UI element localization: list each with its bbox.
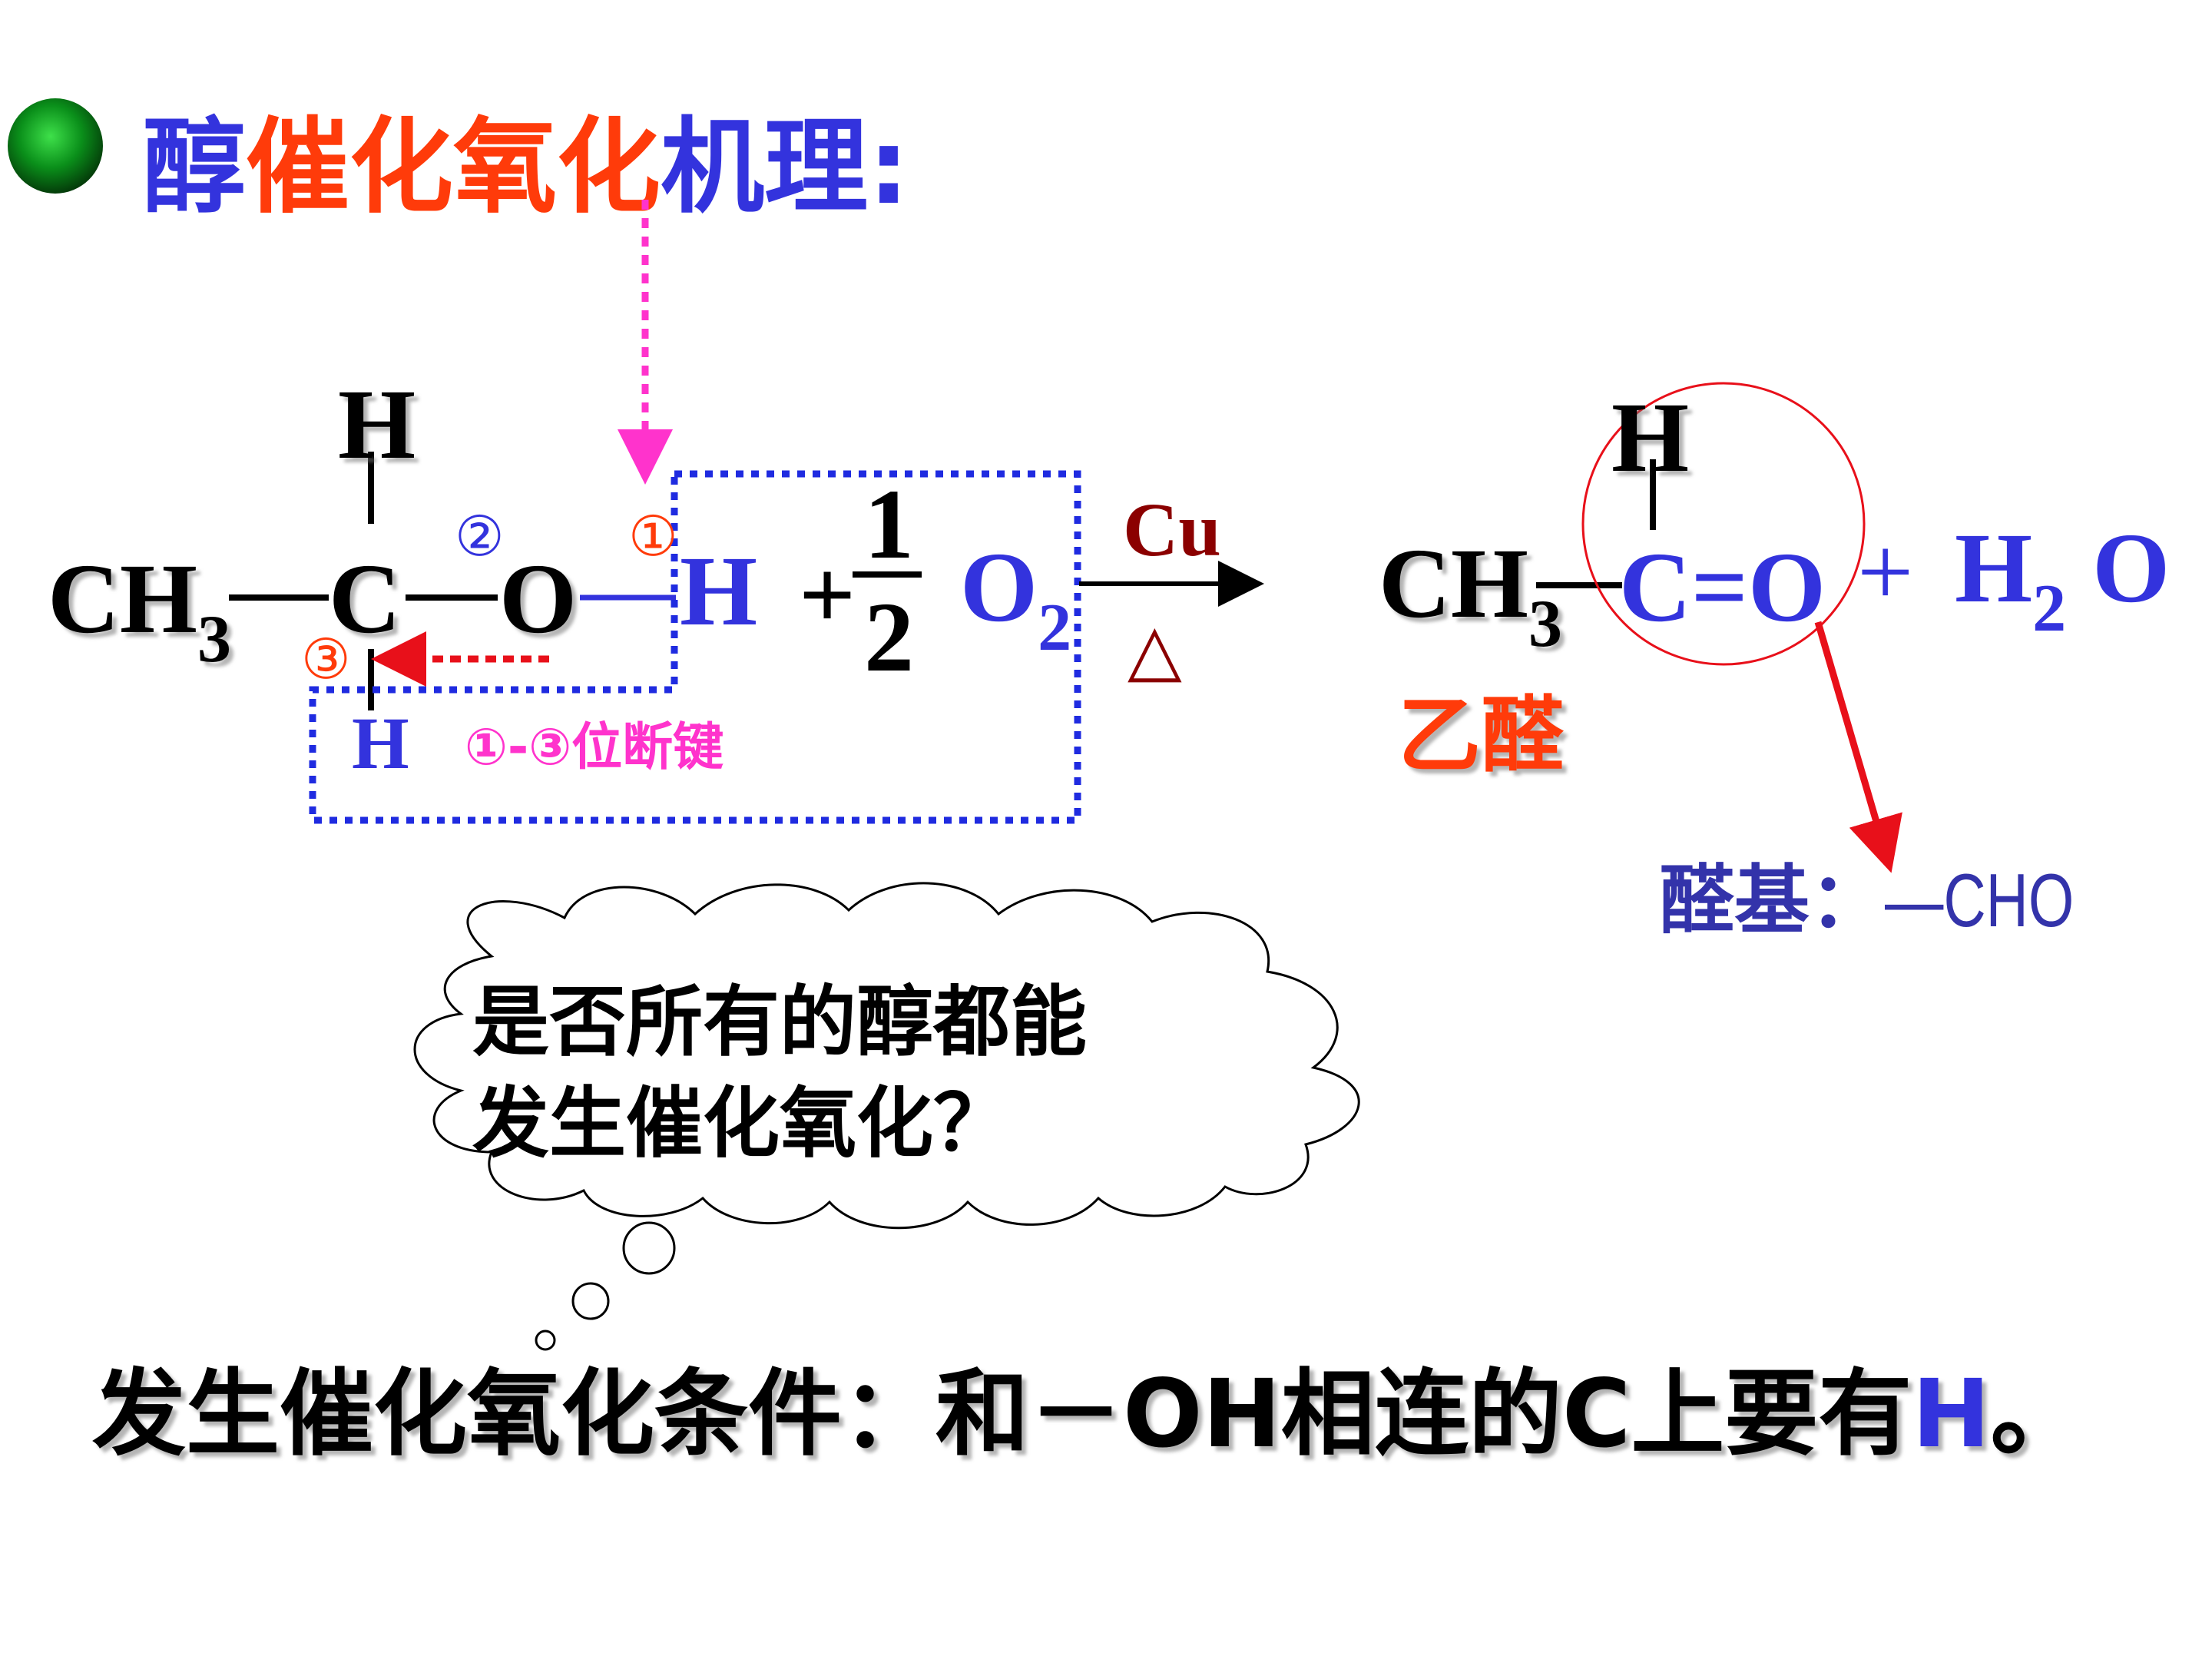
cloud-question: 是否所有的醇都能 发生催化氧化？ — [472, 972, 1087, 1174]
product-name-acetaldehyde: 乙醛 — [1398, 688, 1565, 784]
water-h: H — [1955, 513, 2033, 624]
reactant-ch: CH — [48, 544, 197, 654]
aldehyde-group-name: 醛基： — [1659, 857, 1886, 945]
condition-end: 。 — [1990, 1359, 2085, 1469]
water-o: O — [2092, 513, 2171, 624]
cloud-question-line-2: 发生催化氧化？ — [472, 1078, 1010, 1168]
heat-symbol: △ — [1128, 608, 1182, 690]
oxygen-plus: + — [799, 540, 856, 651]
fraction-denominator: 2 — [864, 582, 914, 693]
aldehyde-group-circle — [1581, 382, 1866, 666]
product-top-h: H — [1611, 382, 1690, 493]
oxygen-molecule: O2 — [960, 538, 1071, 662]
condition-h: H — [1912, 1359, 1991, 1469]
reactant-ch3-subscript: 3 — [197, 602, 231, 677]
oxygen-o: O — [960, 532, 1038, 643]
aldehyde-pointer-arrow — [1814, 621, 1902, 873]
product-ch3-subscript: 3 — [1528, 587, 1562, 661]
aldehyde-group-label: 醛基：—CHO — [1659, 863, 2128, 939]
title-part-mechanism: 机理: — [661, 107, 909, 227]
condition-main-text: 发生催化氧化条件：和－OH相连的C上要有 — [92, 1359, 1912, 1469]
title-part-catalytic-oxidation: 催化氧化 — [246, 107, 661, 227]
reactant-carbon: C — [329, 544, 401, 654]
reactant-top-h: H — [338, 369, 416, 480]
page-title: 醇催化氧化机理: — [142, 115, 909, 219]
water-subscript: 2 — [2032, 571, 2067, 646]
product-carbonyl: C=O — [1619, 532, 1826, 643]
cloud-question-line-1: 是否所有的醇都能 — [472, 977, 1087, 1067]
oxygen-subscript: 2 — [1038, 591, 1072, 665]
oxidation-condition-statement: 发生催化氧化条件：和－OH相连的C上要有H。 — [92, 1367, 2084, 1461]
marker-bond-3: ③ — [301, 627, 351, 691]
catalyst-cu: Cu — [1123, 487, 1221, 572]
product-plus: + — [1857, 517, 1914, 628]
reactant-bottom-h: H — [352, 702, 409, 784]
title-part-alcohol: 醇 — [142, 107, 246, 227]
cleaved-atoms-box — [309, 470, 1081, 824]
aldehyde-group-formula: —CHO — [1885, 858, 2075, 942]
green-bullet-icon — [8, 98, 103, 194]
fraction-numerator: 1 — [864, 469, 914, 580]
bond-cleavage-note: ①-③位断键 — [465, 717, 724, 777]
marker-bond-2: ② — [455, 504, 505, 568]
product-ch: CH — [1379, 528, 1528, 639]
thought-cloud — [413, 882, 1360, 1351]
marker-bond-1: ① — [628, 504, 678, 568]
reactant-hydroxyl-h: H — [680, 536, 758, 647]
reactant-ch3: CH3 — [48, 549, 231, 674]
reactant-oxygen: O — [499, 544, 578, 654]
product-ch3: CH3 — [1379, 534, 1562, 658]
